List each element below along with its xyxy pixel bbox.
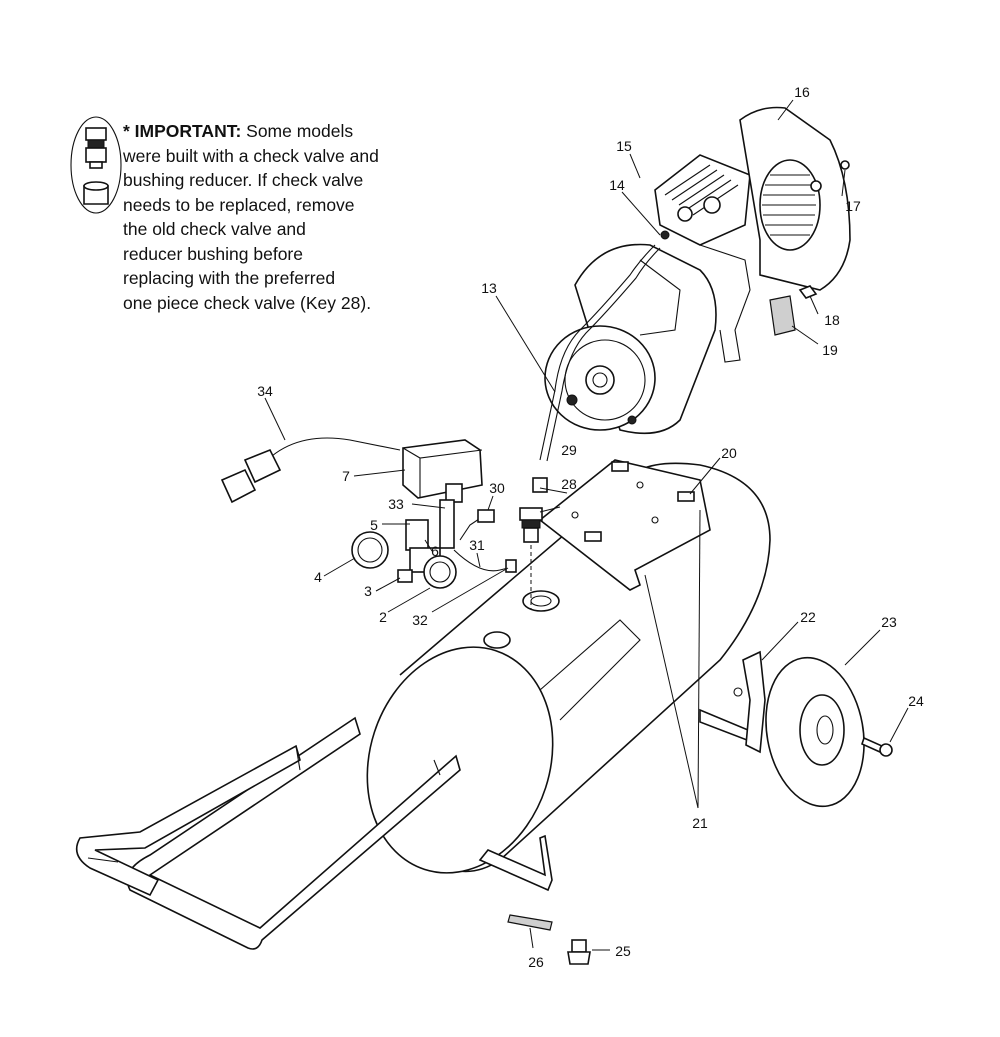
drain-valve bbox=[567, 939, 591, 965]
callout-30: 30 bbox=[489, 480, 505, 496]
callout-15: 15 bbox=[616, 138, 632, 154]
callout-14: 14 bbox=[609, 177, 625, 193]
note-line-2: were built with a check valve and bbox=[123, 145, 379, 166]
callout-21: 21 bbox=[692, 815, 708, 831]
callout-31: 31 bbox=[469, 537, 485, 553]
callout-7: 7 bbox=[342, 468, 350, 484]
callout-32: 32 bbox=[412, 612, 428, 628]
note-line-1: * IMPORTANT: Some models bbox=[123, 119, 423, 144]
manifold bbox=[351, 499, 517, 589]
note-line-8: one piece check valve (Key 28). bbox=[123, 292, 372, 313]
callout-22: 22 bbox=[800, 609, 816, 625]
motor bbox=[544, 243, 717, 435]
callout-19: 19 bbox=[822, 342, 838, 358]
callout-3: 3 bbox=[364, 583, 372, 599]
callout-20: 20 bbox=[721, 445, 737, 461]
note-line-7: replacing with the preferred bbox=[123, 268, 336, 288]
note-line-4: needs to be replaced, remove bbox=[123, 194, 355, 215]
note-line-3: bushing reducer. If check valve bbox=[123, 170, 364, 190]
callout-25: 25 bbox=[615, 943, 631, 959]
note-prefix: * IMPORTANT: bbox=[123, 121, 242, 141]
callout-16: 16 bbox=[794, 84, 810, 100]
callout-28: 28 bbox=[561, 476, 577, 492]
note-line-5: the old check valve and bbox=[123, 219, 306, 239]
note-line-6: reducer bushing before bbox=[123, 243, 303, 264]
check-valve-note-icon bbox=[70, 116, 122, 214]
callout-5: 5 bbox=[370, 517, 378, 533]
callout-29: 29 bbox=[561, 442, 577, 458]
callout-34: 34 bbox=[257, 383, 273, 399]
pump-head bbox=[654, 154, 751, 363]
callout-18: 18 bbox=[824, 312, 840, 328]
callout-13: 13 bbox=[481, 280, 497, 296]
callout-labels: 2 3 4 5 6 7 13 14 15 16 17 18 19 20 21 2… bbox=[257, 84, 924, 970]
callout-33: 33 bbox=[388, 496, 404, 512]
check-valve bbox=[519, 477, 548, 610]
important-note: * IMPORTANT: Some models were built with… bbox=[123, 119, 423, 315]
callout-6: 6 bbox=[431, 543, 439, 559]
callout-2: 2 bbox=[379, 609, 387, 625]
note-line-1-text: Some models bbox=[241, 121, 354, 141]
outlet-tube bbox=[539, 244, 661, 462]
foot-pad bbox=[507, 914, 553, 931]
callout-4: 4 bbox=[314, 569, 322, 585]
wheel bbox=[733, 650, 865, 808]
callout-26: 26 bbox=[528, 954, 544, 970]
handle bbox=[75, 716, 461, 950]
leader-lines bbox=[264, 99, 909, 951]
pressure-switch bbox=[402, 439, 483, 503]
power-cord bbox=[220, 437, 401, 504]
callout-17: 17 bbox=[845, 198, 861, 214]
axle-bolt bbox=[861, 736, 893, 757]
callout-24: 24 bbox=[908, 693, 924, 709]
shroud bbox=[739, 106, 851, 291]
air-tank bbox=[366, 459, 771, 874]
callout-23: 23 bbox=[881, 614, 897, 630]
screws bbox=[769, 160, 850, 336]
